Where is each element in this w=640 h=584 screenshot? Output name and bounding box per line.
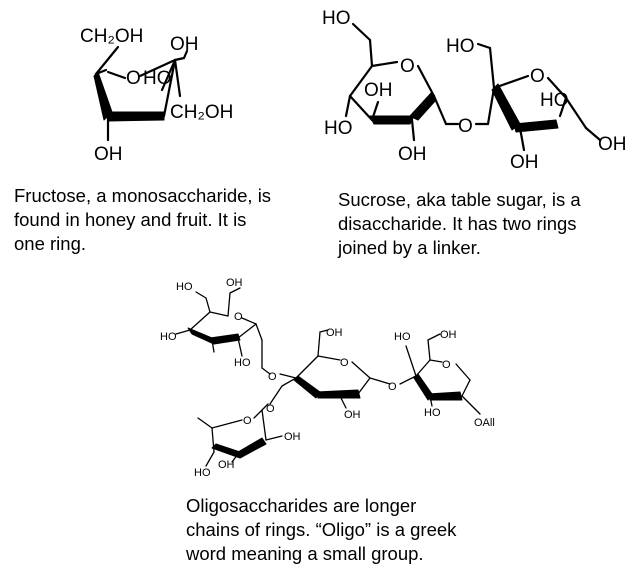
oligosaccharide-caption-line: word meaning a small group. bbox=[186, 543, 424, 564]
oligo-ring1-oh-label: OH bbox=[226, 277, 243, 289]
sucrose-ring-oxygen-right-label: O bbox=[530, 66, 545, 87]
oligo-ring1-ho-bottom-label: HO bbox=[234, 357, 251, 369]
oligo-ring3-ho-bottom-label: HO bbox=[424, 407, 441, 419]
fructose-ring-oxygen-label: O bbox=[126, 68, 141, 89]
oligo-ring3-oall-label: OAll bbox=[474, 417, 495, 429]
oligosaccharide-structure: HO OH O HO HO O OH O OH O HO OH O HO OAl… bbox=[160, 277, 495, 479]
sucrose-caption-line: disaccharide. It has two rings bbox=[338, 213, 577, 234]
oligo-linker3-oxygen-label: O bbox=[266, 403, 275, 415]
sucrose-caption-line: joined by a linker. bbox=[338, 237, 481, 258]
fructose-ch2oh-right-label: CH₂OH bbox=[170, 102, 233, 123]
sucrose-oh-right-bottom-label: OH bbox=[510, 152, 539, 173]
oligo-ring4-ho-label: HO bbox=[194, 467, 211, 479]
fructose-ch2oh-top-label: CH₂OH bbox=[80, 26, 143, 47]
oligosaccharide-caption-line: Oligosaccharides are longer bbox=[186, 495, 417, 516]
oligosaccharide-caption: Oligosaccharides are longer chains of ri… bbox=[186, 494, 456, 566]
sucrose-ho-mid-label: HO bbox=[446, 36, 475, 57]
oligo-ring2-oxygen-label: O bbox=[340, 357, 349, 369]
sucrose-caption-line: Sucrose, aka table sugar, is a bbox=[338, 189, 581, 210]
oligo-ring1-ho-label: HO bbox=[176, 281, 193, 293]
oligo-ring3-ho-label: HO bbox=[394, 331, 411, 343]
sucrose-ring-oxygen-left-label: O bbox=[400, 56, 415, 77]
fructose-oh-bottom-label: OH bbox=[94, 144, 123, 165]
oligo-ring4-oh-label: OH bbox=[218, 459, 235, 471]
sucrose-ho-right-inner-label: HO bbox=[540, 90, 569, 111]
sucrose-oh-inner-label: OH bbox=[364, 80, 393, 101]
oligo-linker1-oxygen-label: O bbox=[268, 371, 277, 383]
fructose-caption-line: found in honey and fruit. It is bbox=[14, 209, 247, 230]
fructose-caption-line: Fructose, a monosaccharide, is bbox=[14, 185, 272, 206]
oligo-ring2-oh-bottom-label: OH bbox=[344, 409, 361, 421]
sucrose-caption: Sucrose, aka table sugar, is a disacchar… bbox=[338, 188, 581, 260]
sucrose-oh-bottom-label: OH bbox=[398, 144, 427, 165]
sucrose-oh-right-label: OH bbox=[598, 134, 627, 155]
oligosaccharide-caption-line: chains of rings. “Oligo” is a greek bbox=[186, 519, 457, 540]
oligo-ring1-ho-left-label: HO bbox=[160, 331, 177, 343]
fructose-caption-line: one ring. bbox=[14, 233, 86, 254]
oligo-linker2-oxygen-label: O bbox=[388, 381, 397, 393]
oligo-ring1-oxygen-label: O bbox=[234, 311, 243, 323]
sucrose-ho-top-label: HO bbox=[322, 8, 351, 29]
fructose-ho-label: HO bbox=[143, 68, 172, 89]
sucrose-ho-left-label: HO bbox=[324, 118, 353, 139]
fructose-caption: Fructose, a monosaccharide, is found in … bbox=[14, 184, 271, 256]
sucrose-linker-oxygen-label: O bbox=[458, 116, 473, 137]
fructose-oh-top-label: OH bbox=[170, 34, 199, 55]
oligo-ring4-oxygen-label: O bbox=[243, 415, 252, 427]
oligo-ring4-oh-right-label: OH bbox=[284, 431, 301, 443]
fructose-structure: CH₂OH OH O HO CH₂OH OH bbox=[80, 26, 233, 165]
oligo-ring3-oxygen-label: O bbox=[442, 359, 451, 371]
oligo-ring2-oh-label: OH bbox=[326, 327, 343, 339]
oligo-ring3-oh-label: OH bbox=[440, 329, 457, 341]
sucrose-structure: HO O OH HO OH O HO O HO OH OH bbox=[322, 8, 627, 173]
